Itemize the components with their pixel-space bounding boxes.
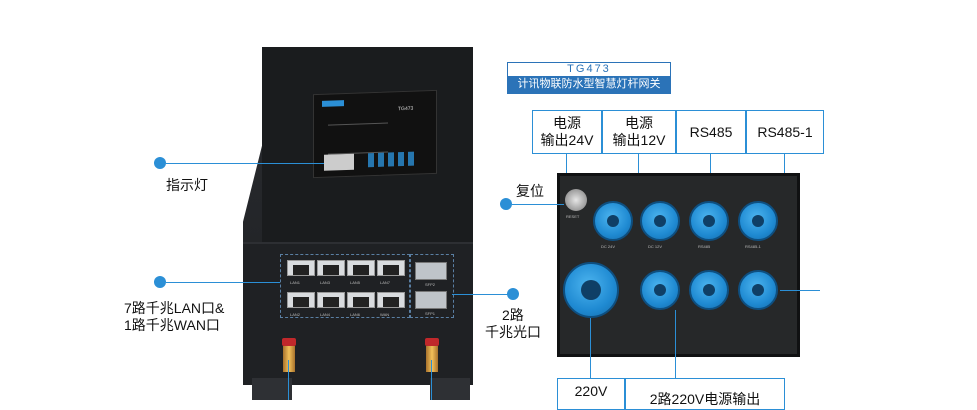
wan-port [377,292,405,308]
connector-cap-icon [640,201,680,241]
sticker-logo [322,100,344,107]
callout-line [638,153,639,173]
callout-dot [154,276,166,288]
cap-label: RS485-1 [745,244,761,249]
port-label: LAN4 [320,312,331,317]
terminal-label-line1: 电源 [553,115,581,131]
callout-line [710,153,711,173]
sticker-qr [324,153,354,171]
port-label: LAN6 [350,312,361,317]
sfp-port-group [410,254,454,318]
terminal-label-line2: 输出12V [612,132,666,148]
terminal-label-220v-out: 2路220V电源输出 [625,378,785,410]
lan-port [317,260,345,276]
antenna-connector-icon [425,338,439,346]
fiber-callout-line1: 2路 [502,307,524,323]
reset-label: RESET [566,214,580,219]
callout-line [288,360,289,400]
reset-button [565,189,587,211]
connector-cap-icon [640,270,680,310]
cap-label: DC 12V [648,244,663,249]
callout-line [784,153,785,173]
port-label: LAN5 [350,280,361,285]
terminal-label-text: RS485-1 [757,123,813,140]
callout-line [566,153,567,173]
terminal-label-220v-in: 220V [557,378,625,410]
port-label: LAN3 [320,280,331,285]
antenna-icon [426,346,438,372]
lan-port [347,260,375,276]
model-code: TG473 [567,63,611,75]
fiber-callout-line2: 千兆光口 [485,324,541,340]
sfp-port [415,291,447,309]
connector-cap-icon [738,270,778,310]
callout-dot [154,157,166,169]
callout-dot [507,288,519,300]
model-title: 计讯物联防水型智慧灯杆网关 [508,76,670,93]
lan-port [377,260,405,276]
callout-line [166,163,324,164]
connector-cap-icon [689,270,729,310]
connector-cap-icon [689,201,729,241]
terminal-label-text: 220V [574,383,608,399]
cap-label: RS485 [698,244,711,249]
callout-line [452,294,508,295]
terminal-label-rs485: RS485 [676,110,746,154]
cap-label: DC 24V [601,244,616,249]
callout-line [166,282,280,283]
port-label: WAN [380,312,390,317]
model-badge-top [508,63,670,76]
reset-callout: 复位 [516,183,544,199]
port-label: LAN1 [290,280,301,285]
connector-cap-icon [593,201,633,241]
callout-line [512,204,564,205]
lan-callout-line1: 7路千兆LAN口& [124,300,225,316]
antenna-icon [283,346,295,372]
sticker-model: TG473 [398,105,414,113]
indicator-leds [368,151,418,168]
sfp-label: SFP2 [425,282,436,287]
terminal-label-rs485-1: RS485-1 [746,110,824,154]
lan-port [287,292,315,308]
callout-dot [500,198,512,210]
lan-port [347,292,375,308]
lan-callout-line2: 1路千兆WAN口 [124,317,220,333]
callout-line [431,360,432,400]
model-badge: TG473 计讯物联防水型智慧灯杆网关 [507,62,671,94]
terminal-label-line2: 输出24V [540,132,594,148]
sfp-port [415,262,447,280]
port-label: LAN2 [290,312,301,317]
indicator-callout: 指示灯 [166,177,208,193]
lan-port [287,260,315,276]
lan-port-group [280,254,410,318]
terminal-label-24v: 电源 输出24V [532,110,602,154]
callout-line [780,290,820,291]
sticker-table [328,122,388,155]
power-inlet-cap-icon [563,262,619,318]
device-sticker: TG473 [313,89,437,179]
callout-line [590,318,591,378]
mounting-foot [430,378,470,400]
connector-cap-icon [738,201,778,241]
callout-line [675,310,676,378]
terminal-label-12v: 电源 输出12V [602,110,676,154]
port-label: LAN7 [380,280,391,285]
antenna-connector-icon [282,338,296,346]
lan-port [317,292,345,308]
sfp-label: SFP1 [425,311,436,316]
terminal-label-text: RS485 [689,123,733,140]
terminal-label-line1: 电源 [625,115,653,131]
mounting-foot [252,378,292,400]
